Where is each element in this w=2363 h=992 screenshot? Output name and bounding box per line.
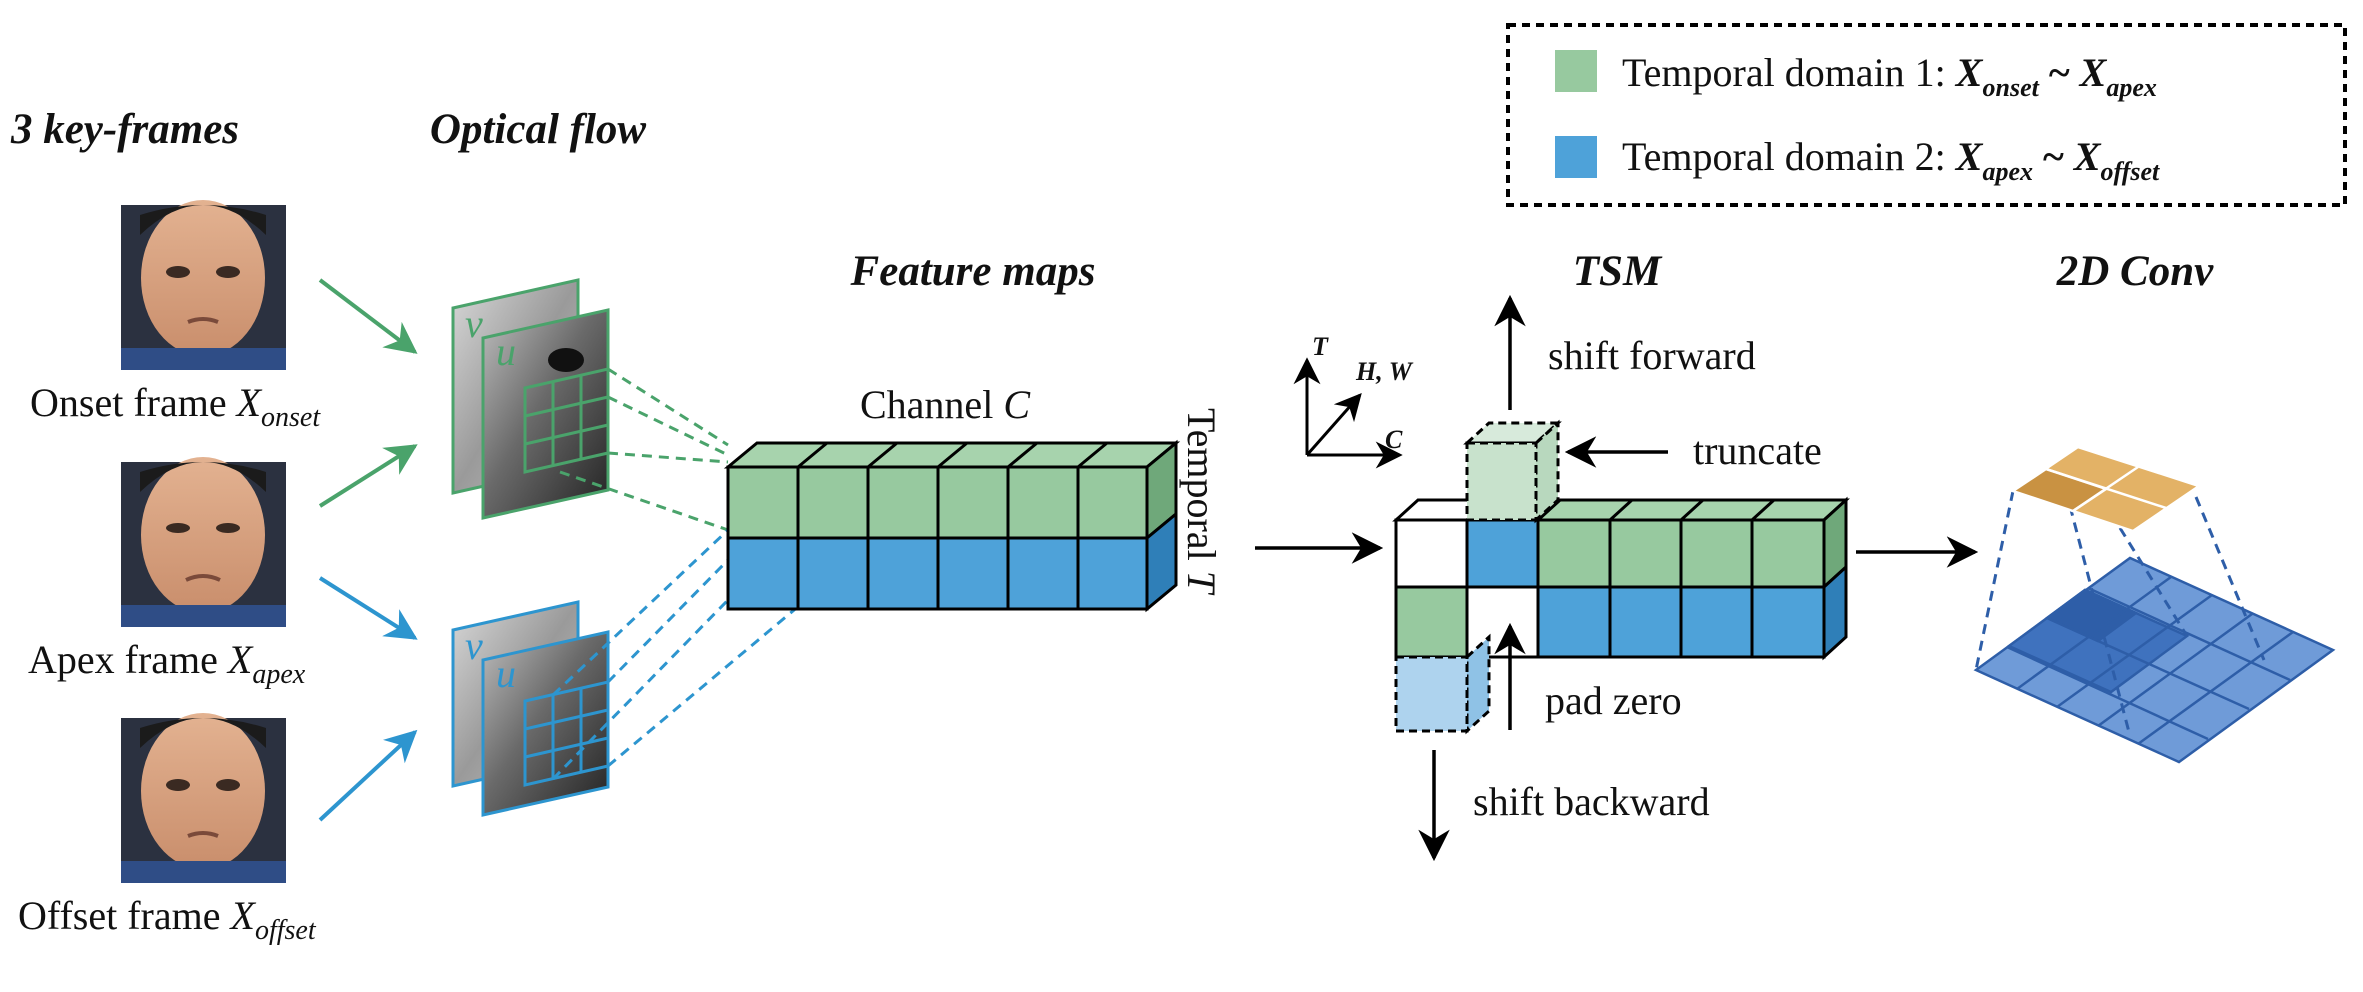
truncated-cube bbox=[1463, 419, 1562, 524]
header-feature-maps: Feature maps bbox=[850, 248, 1096, 295]
projection-lines-blue bbox=[551, 528, 801, 781]
channel-label: Channel C bbox=[860, 382, 1031, 427]
axes-icon bbox=[1293, 357, 1403, 469]
face-image-offset bbox=[121, 713, 286, 883]
axis-hw-label: H, W bbox=[1355, 357, 1414, 386]
header-optical-flow: Optical flow bbox=[430, 106, 646, 153]
feature-map-block bbox=[723, 439, 1181, 613]
face-image-apex bbox=[121, 457, 286, 627]
label-shift-backward: shift backward bbox=[1473, 779, 1710, 824]
optical-flow-blue bbox=[451, 600, 610, 817]
header-2d-conv: 2D Conv bbox=[2056, 248, 2214, 295]
conv-input-grid bbox=[1973, 556, 2336, 764]
arrow-offset-to-flow bbox=[318, 729, 418, 822]
axis-c-label: C bbox=[1385, 425, 1403, 454]
axis-t-label: T bbox=[1312, 332, 1329, 361]
frame-label-apex: Apex frame Xapex bbox=[28, 637, 306, 690]
label-shift-forward: shift forward bbox=[1548, 333, 1756, 378]
shifted-back-cube bbox=[1394, 633, 1491, 735]
face-image-onset bbox=[121, 200, 286, 370]
projection-lines-green bbox=[559, 367, 729, 532]
arrow-apex-to-flow-green bbox=[318, 444, 418, 508]
legend-swatch-green bbox=[1555, 50, 1597, 92]
legend-swatch-blue bbox=[1555, 136, 1597, 178]
frame-label-onset: Onset frame Xonset bbox=[30, 380, 321, 433]
conv-kernel bbox=[2010, 445, 2202, 533]
conv-projection-lines bbox=[1974, 490, 2266, 737]
flow-u-label-green: u bbox=[496, 329, 516, 374]
label-pad-zero: pad zero bbox=[1545, 678, 1682, 723]
header-tsm: TSM bbox=[1573, 248, 1663, 295]
flow-v-label-green: v bbox=[465, 301, 483, 346]
legend-entry-domain1: Temporal domain 1: Xonset ~ Xapex bbox=[1622, 50, 2157, 102]
label-truncate: truncate bbox=[1693, 428, 1822, 473]
arrow-apex-to-flow-blue bbox=[318, 576, 418, 640]
legend-entry-domain2: Temporal domain 2: Xapex ~ Xoffset bbox=[1622, 134, 2160, 186]
tsm-block bbox=[1392, 496, 1850, 661]
arrow-onset-to-flow bbox=[318, 278, 418, 354]
header-keyframes: 3 key-frames bbox=[10, 106, 239, 153]
temporal-label: Temporal T bbox=[1179, 408, 1224, 596]
flow-v-label-blue: v bbox=[465, 623, 483, 668]
frame-label-offset: Offset frame Xoffset bbox=[18, 893, 317, 946]
legend: Temporal domain 1: Xonset ~ Xapex Tempor… bbox=[1506, 23, 2347, 207]
flow-u-label-blue: u bbox=[496, 651, 516, 696]
